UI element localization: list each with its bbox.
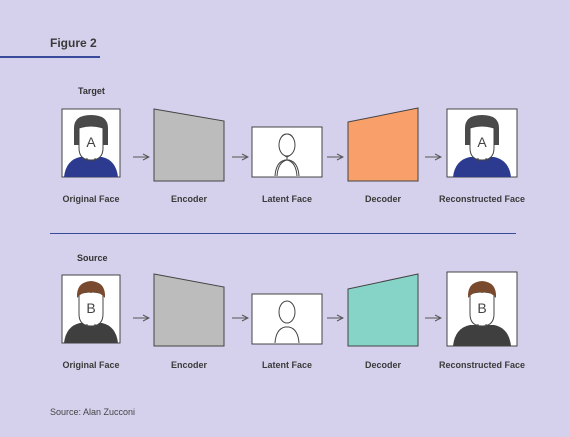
source-credit: Source: Alan Zucconi <box>50 407 136 417</box>
caption-latent-face: Latent Face <box>261 194 312 204</box>
caption-original-face: Original Face <box>60 193 122 205</box>
encoder-block <box>153 273 225 347</box>
decoder-block <box>347 107 419 182</box>
target-reconstructed-face: A <box>446 108 518 178</box>
decoder-block <box>347 273 419 347</box>
caption-decoder: Decoder <box>364 360 401 370</box>
hair-icon <box>467 281 497 298</box>
caption-text: Original Face <box>62 194 120 204</box>
target-original-face: A <box>61 108 121 178</box>
encoder-block <box>153 108 225 182</box>
hair-icon <box>76 281 106 298</box>
figure-title: Figure 2 <box>50 36 97 50</box>
shirt-icon <box>64 157 118 177</box>
caption-encoder: Encoder <box>170 360 207 370</box>
caption-reconstructed-face: Reconstructed Face <box>438 194 526 204</box>
row-label-target: Target <box>78 86 105 96</box>
face-letter-a: A <box>477 134 487 150</box>
row-divider <box>50 233 516 234</box>
face-letter-b: B <box>477 300 486 316</box>
target-row: A A <box>61 107 518 182</box>
caption-original-face: Original Face <box>62 360 120 370</box>
shirt-icon <box>64 323 118 343</box>
row-label-source: Source <box>77 253 108 263</box>
shirt-icon <box>453 325 511 346</box>
face-letter-a: A <box>86 134 96 150</box>
source-row: B B <box>61 271 518 347</box>
title-underline <box>0 56 100 58</box>
latent-face-icon <box>251 126 323 178</box>
shirt-icon <box>453 157 511 177</box>
latent-face-icon <box>251 293 323 345</box>
source-reconstructed-face: B <box>446 271 518 347</box>
face-letter-b: B <box>86 300 95 316</box>
caption-reconstructed-face: Reconstructed Face <box>438 360 526 370</box>
caption-decoder: Decoder <box>364 194 401 204</box>
caption-latent-face: Latent Face <box>261 360 312 370</box>
caption-encoder: Encoder <box>170 194 207 204</box>
source-original-face: B <box>61 274 121 344</box>
